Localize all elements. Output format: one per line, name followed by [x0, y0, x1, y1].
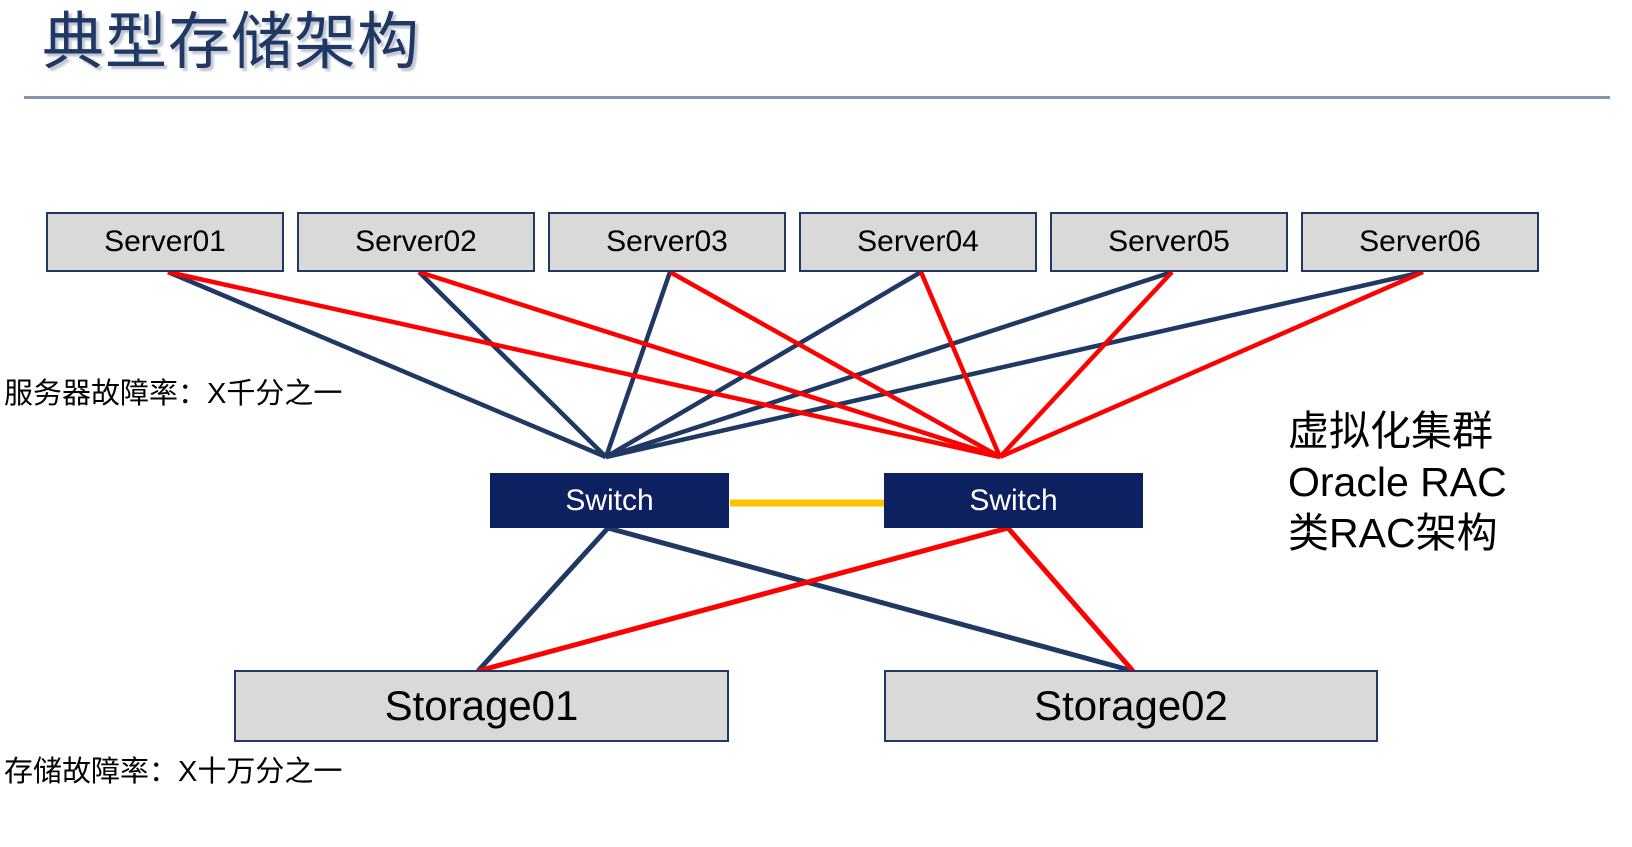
link-switch-storage-3 — [1006, 526, 1135, 673]
cluster-note-line-2: Oracle RAC — [1288, 459, 1507, 505]
link-switch-storage-1 — [607, 525, 1134, 674]
node-storage01-label: Storage01 — [384, 682, 579, 729]
node-switch-a-label: Switch — [565, 483, 654, 517]
link-server-switchb-0 — [167, 269, 1001, 460]
server-failure-rate-label: 服务器故障率：X千分之一 — [4, 378, 343, 410]
node-switch-a[interactable]: Switch — [490, 473, 729, 528]
link-server-switchb-2 — [668, 270, 1002, 459]
node-server03-label: Server03 — [606, 225, 728, 258]
node-storage01[interactable]: Storage01 — [234, 670, 729, 742]
server-to-switch-b-links — [167, 269, 1424, 460]
cluster-note: 虚拟化集群 Oracle RAC 类RAC架构 — [1288, 406, 1507, 559]
node-server05-label: Server05 — [1108, 225, 1230, 258]
node-server04-label: Server04 — [857, 225, 979, 258]
link-server-switcha-0 — [167, 269, 607, 460]
link-server-switcha-1 — [417, 270, 608, 459]
node-server06[interactable]: Server06 — [1301, 212, 1539, 272]
node-server03[interactable]: Server03 — [548, 212, 786, 272]
node-switch-b-label: Switch — [969, 483, 1058, 517]
link-server-switcha-3 — [604, 270, 923, 459]
node-server06-label: Server06 — [1359, 225, 1481, 258]
node-storage02[interactable]: Storage02 — [884, 670, 1378, 742]
node-server01[interactable]: Server01 — [46, 212, 284, 272]
link-server-switchb-1 — [418, 269, 1001, 460]
link-server-switcha-4 — [605, 269, 1173, 460]
link-server-switchb-4 — [998, 270, 1174, 459]
storage-failure-rate-label: 存储故障率：X十万分之一 — [4, 756, 343, 788]
node-server04[interactable]: Server04 — [799, 212, 1037, 272]
title-divider — [24, 96, 1610, 99]
cluster-note-line-3: 类RAC架构 — [1288, 510, 1498, 556]
cluster-note-line-1: 虚拟化集群 — [1288, 408, 1493, 454]
node-storage02-label: Storage02 — [1034, 682, 1228, 729]
link-switch-storage-0 — [476, 526, 610, 673]
link-server-switchb-3 — [918, 271, 1003, 458]
node-server02-label: Server02 — [355, 225, 477, 258]
node-server05[interactable]: Server05 — [1050, 212, 1288, 272]
link-server-switcha-2 — [603, 271, 673, 458]
switch-storage-links — [476, 525, 1135, 674]
link-switch-storage-2 — [477, 525, 1009, 674]
page-title: 典型存储架构 — [42, 8, 421, 77]
node-server02[interactable]: Server02 — [297, 212, 535, 272]
node-server01-label: Server01 — [104, 225, 226, 258]
node-switch-b[interactable]: Switch — [884, 473, 1143, 528]
server-to-switch-a-links — [167, 269, 1424, 460]
